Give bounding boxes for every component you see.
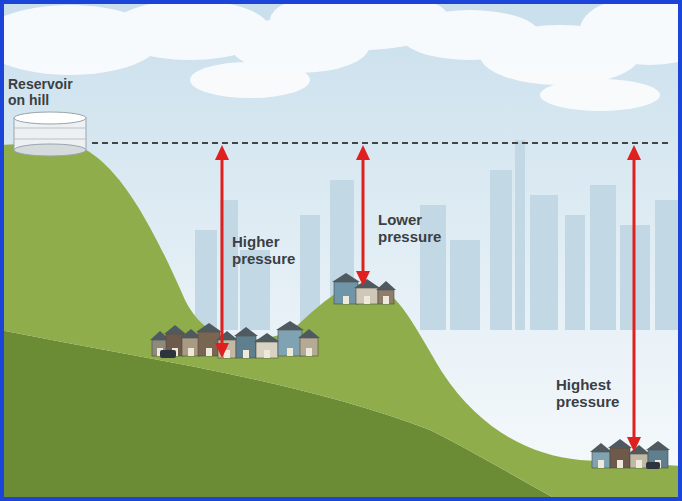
pressure-arrow	[215, 145, 229, 358]
house-part	[334, 282, 358, 304]
house-part	[182, 338, 200, 356]
house	[298, 329, 320, 356]
house	[354, 279, 380, 304]
house-part	[234, 327, 258, 336]
clouds-part	[190, 62, 310, 98]
house-part	[254, 333, 280, 342]
skyline-building	[450, 240, 480, 330]
house-part	[264, 350, 270, 358]
skyline-building	[490, 170, 512, 330]
skyline-building	[590, 185, 616, 330]
reservoir-tank-part	[14, 128, 86, 129]
house-part	[376, 281, 396, 290]
house-part	[646, 441, 670, 450]
pressure-arrow-part	[215, 343, 229, 358]
house	[376, 281, 396, 304]
pressure-arrow-part	[627, 145, 641, 160]
pressure-arrow-part	[633, 155, 636, 442]
reservoir-tank-part	[14, 144, 86, 156]
reservoir-tank-part	[14, 139, 86, 140]
skyline-building	[530, 195, 558, 330]
clouds	[0, 0, 682, 111]
house-part	[343, 296, 349, 304]
pressure-arrow	[356, 145, 370, 286]
houses	[150, 273, 670, 469]
house-part	[276, 321, 304, 330]
pressure-arrow-part	[356, 271, 370, 286]
skyline-building	[565, 215, 585, 330]
pressure-arrow-part	[215, 145, 229, 160]
skyline-building	[655, 200, 679, 330]
pressure-arrow-part	[356, 145, 370, 160]
house-part	[256, 342, 278, 358]
house-part	[636, 460, 642, 468]
house-part	[332, 273, 360, 282]
reservoir-tank-part	[14, 112, 86, 124]
skyline-building	[195, 230, 217, 330]
house-part	[298, 329, 320, 338]
clouds-part	[580, 0, 682, 65]
reservoir-tank	[14, 112, 86, 156]
pressure-arrow-part	[627, 437, 641, 452]
house-part	[610, 448, 630, 468]
house	[646, 441, 670, 468]
house-part	[164, 325, 186, 334]
pressure-arrow-part	[221, 155, 224, 348]
house	[234, 327, 258, 358]
clouds-part	[540, 79, 660, 111]
house-part	[598, 460, 604, 468]
house	[254, 333, 280, 358]
house	[608, 439, 632, 468]
reservoir-label: Reservoir on hill	[8, 76, 86, 108]
house	[216, 331, 238, 358]
skyline-building	[420, 205, 446, 330]
house-part	[243, 350, 249, 358]
car	[160, 350, 176, 358]
front-hill	[0, 142, 682, 501]
water-level-line	[92, 142, 668, 144]
pressure-arrow-part	[362, 155, 365, 276]
house-part	[287, 348, 293, 356]
house-part	[608, 439, 632, 448]
pressure-label: Highest pressure	[556, 376, 628, 411]
house-part	[592, 452, 610, 468]
city-skyline	[195, 140, 679, 330]
house-part	[278, 330, 302, 356]
house-part	[300, 338, 318, 356]
house-part	[356, 288, 378, 304]
house-part	[188, 348, 194, 356]
house-part	[630, 454, 648, 468]
house-part	[383, 296, 389, 304]
house-part	[378, 290, 394, 304]
pressure-arrow	[627, 145, 641, 452]
skyline-building	[515, 140, 525, 330]
house	[590, 443, 612, 468]
house-part	[364, 296, 370, 304]
house-part	[196, 323, 222, 332]
house-part	[617, 460, 623, 468]
car	[646, 462, 660, 469]
pressure-label: Higher pressure	[232, 233, 307, 268]
house-part	[354, 279, 380, 288]
house-part	[306, 348, 312, 356]
pressure-arrows	[215, 145, 641, 452]
pressure-label: Lower pressure	[378, 211, 453, 246]
house-part	[236, 336, 256, 358]
house-part	[206, 348, 212, 356]
